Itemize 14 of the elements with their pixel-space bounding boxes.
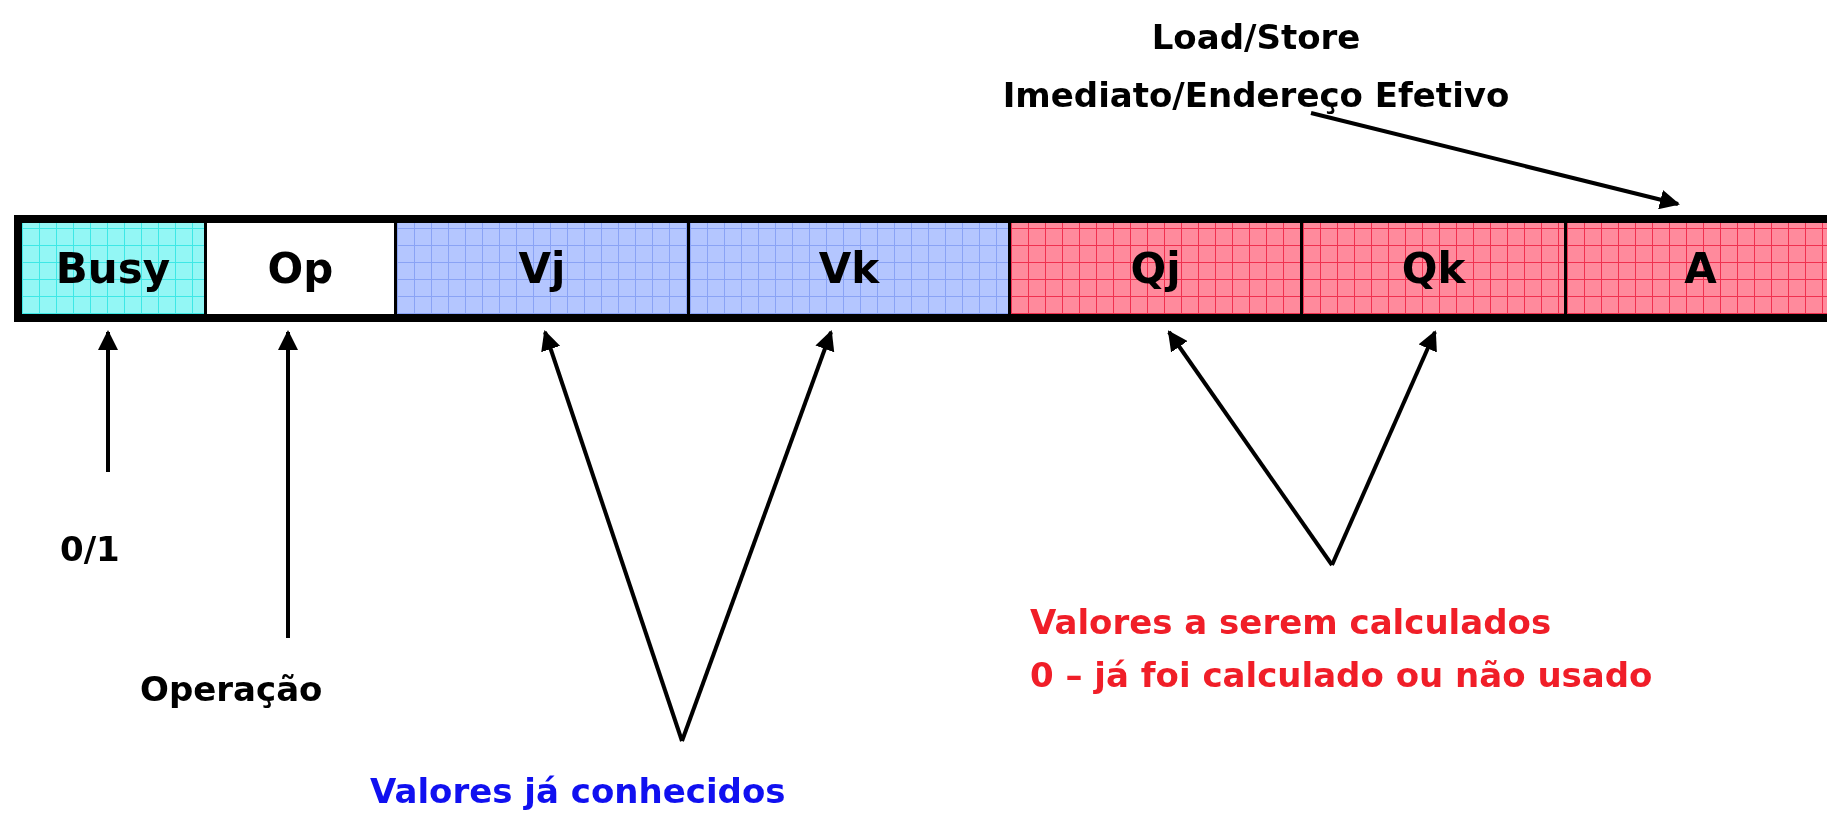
- annotation-text: Valores já conhecidos: [370, 762, 786, 815]
- arrow: [278, 330, 298, 638]
- annotation-text: Load/Store: [1150, 16, 1362, 59]
- annotation-text: Valores a serem calculados: [1030, 601, 1553, 644]
- arrow: [541, 330, 684, 742]
- arrow: [98, 330, 118, 472]
- arrow: [680, 330, 835, 742]
- arrow: [1167, 330, 1334, 567]
- annotation-text: Operação: [140, 660, 323, 718]
- annotation-text: Imediato/Endereço Efetivo: [1001, 74, 1511, 117]
- annotation-text: 0 – já foi calculado ou não usado: [1030, 654, 1653, 697]
- annotation-text: 0/1: [60, 520, 120, 578]
- arrow: [1310, 111, 1680, 210]
- arrow: [1330, 330, 1437, 566]
